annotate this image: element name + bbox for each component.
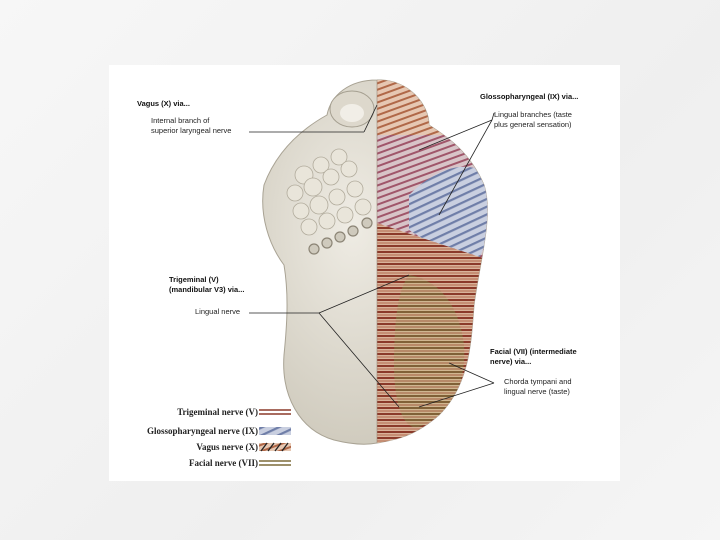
legend-swatches (259, 410, 291, 465)
legend-swatch-trigeminal (259, 410, 291, 414)
legend-label-trigeminal: Trigeminal nerve (V) (177, 407, 258, 417)
tongue-innervation-figure: Vagus (X) via... Internal branch of supe… (109, 65, 620, 481)
vagus-branch-line-1: Internal branch of (151, 116, 209, 125)
trigeminal-branch: Lingual nerve (195, 307, 240, 316)
vagus-branch-line-2: superior laryngeal nerve (151, 126, 231, 135)
legend-label-facial: Facial nerve (VII) (189, 458, 258, 468)
legend-label-vagus: Vagus nerve (X) (196, 442, 258, 452)
trigeminal-header-line-1: Trigeminal (V) (169, 275, 219, 284)
trigeminal-header-line-2: (mandibular V3) via... (169, 285, 244, 294)
legend-label-glossopharyngeal: Glossopharyngeal nerve (IX) (147, 426, 258, 436)
legend-swatch-vagus (259, 443, 291, 451)
facial-header-line-1: Facial (VII) (intermediate (490, 347, 577, 356)
legend-swatch-glossopharyngeal (259, 427, 291, 435)
glossopharyngeal-branch-line-2: plus general sensation) (494, 120, 572, 129)
facial-branch-line-2: lingual nerve (taste) (504, 387, 570, 396)
facial-header-line-2: nerve) via... (490, 357, 531, 366)
legend-swatch-facial (259, 461, 291, 465)
vagus-header: Vagus (X) via... (137, 99, 190, 108)
glossopharyngeal-header: Glossopharyngeal (IX) via... (480, 92, 578, 101)
glossopharyngeal-branch-line-1: Lingual branches (taste (494, 110, 572, 119)
facial-branch-line-1: Chorda tympani and (504, 377, 572, 386)
